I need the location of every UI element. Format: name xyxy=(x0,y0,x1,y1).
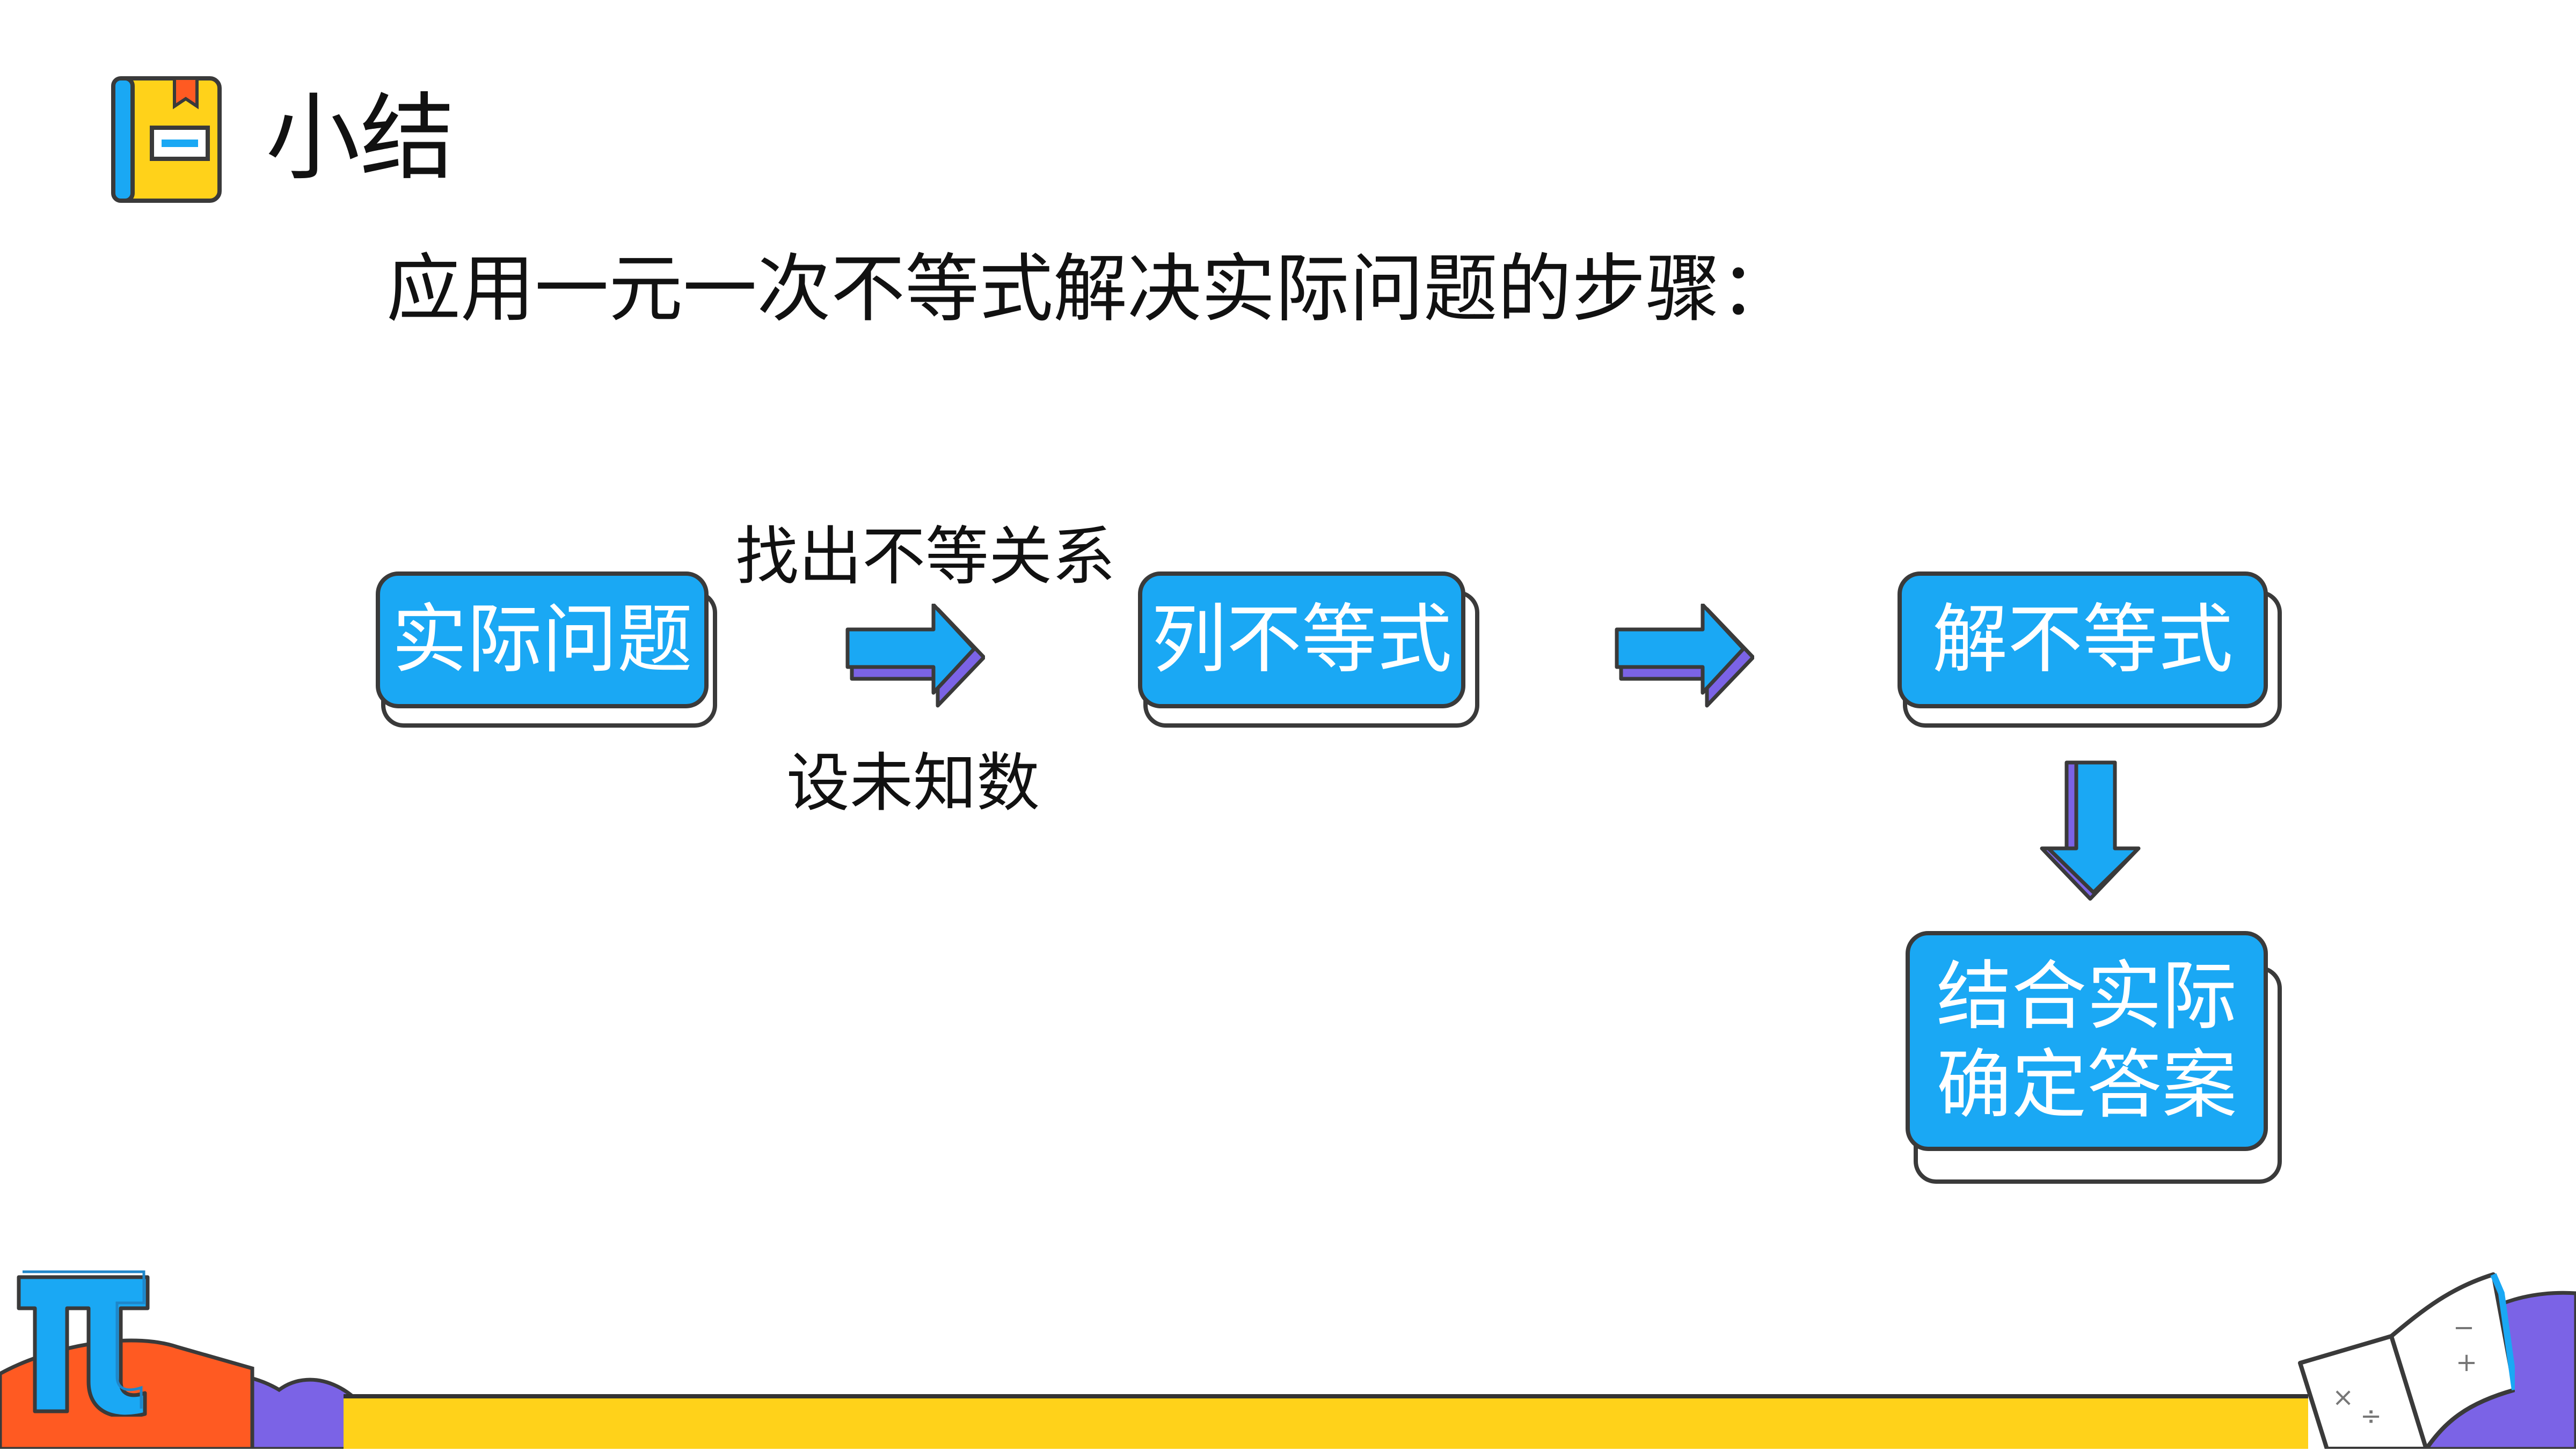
svg-text:−: − xyxy=(2453,1313,2475,1343)
step-label: 解不等式 xyxy=(1932,596,2233,684)
svg-text:÷: ÷ xyxy=(2360,1401,2382,1431)
arrow-right-icon xyxy=(1615,603,1755,708)
step-box-actual-problem: 实际问题 xyxy=(376,571,709,708)
pi-icon xyxy=(11,1261,156,1419)
step-label: 实际问题 xyxy=(391,596,692,684)
book-icon xyxy=(110,75,223,204)
step-label: 列不等式 xyxy=(1151,596,1452,684)
step-box-solve-inequality: 解不等式 xyxy=(1898,571,2268,708)
arrow-down-icon xyxy=(2034,759,2142,902)
edge-label-below: 设未知数 xyxy=(786,746,1040,820)
svg-text:×: × xyxy=(2332,1382,2354,1412)
arrow-right-icon xyxy=(845,603,986,708)
svg-text:+: + xyxy=(2456,1347,2477,1377)
page-title: 小结 xyxy=(266,83,455,193)
step-label: 结合实际 确定答案 xyxy=(1936,952,2237,1129)
page-subtitle: 应用一元一次不等式解决实际问题的步骤： xyxy=(386,246,1794,332)
edge-label-above: 找出不等关系 xyxy=(735,519,1116,593)
bottom-bar xyxy=(344,1394,2308,1449)
step-box-determine-answer: 结合实际 确定答案 xyxy=(1906,931,2268,1151)
step-box-write-inequality: 列不等式 xyxy=(1138,571,1465,708)
math-book-icon: × ÷ − + xyxy=(2289,1272,2518,1451)
